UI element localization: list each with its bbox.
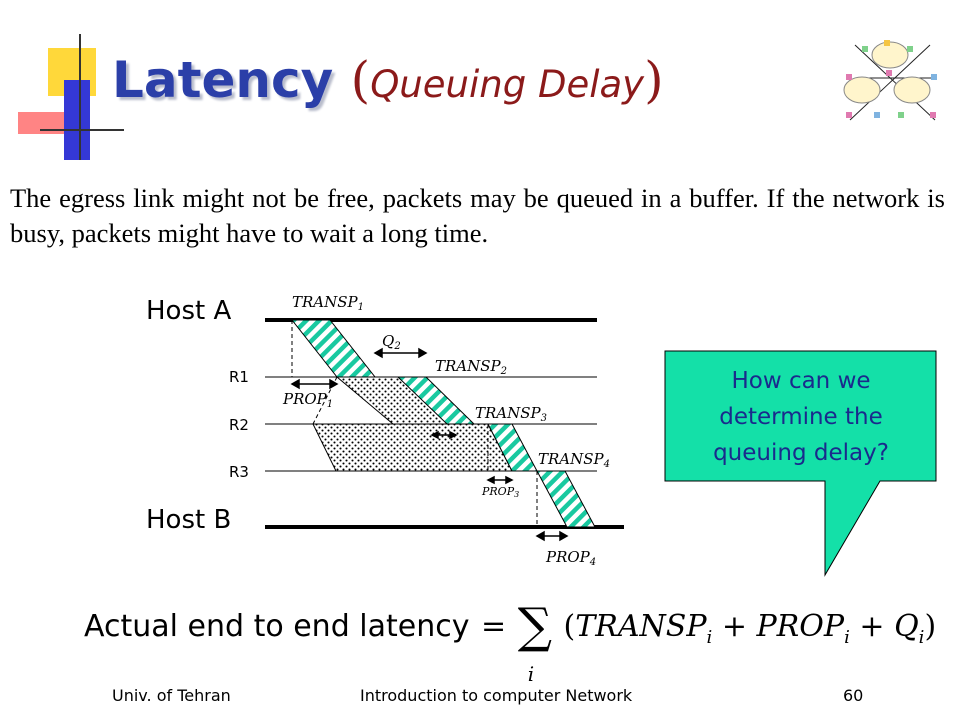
q2-arrowhead-right xyxy=(418,347,428,359)
host-a-label: Host A xyxy=(146,296,232,326)
router-r2-label: R2 xyxy=(229,416,249,434)
prop3-arrowhead-left xyxy=(486,475,495,485)
packet-hop-4 xyxy=(536,470,596,528)
latency-formula: Actual end to end latency = ∑i (TRANSPi … xyxy=(84,602,937,686)
packet-hop-1 xyxy=(290,319,377,378)
sigma-glyph: ∑ xyxy=(517,598,552,654)
prop4-label: PROP4 xyxy=(545,548,596,568)
title-paren-close: ) xyxy=(644,51,664,109)
callout-bubble-shape xyxy=(664,350,937,577)
formula-sub-3: i xyxy=(918,627,925,648)
formula-plus-2: + xyxy=(859,609,885,644)
transp2-label: TRANSP2 xyxy=(435,357,507,377)
red-bar xyxy=(18,112,74,134)
blue-bar xyxy=(64,80,90,160)
formula-terms: (TRANSPi + PROPi + Qi) xyxy=(563,609,937,648)
sum-symbol: ∑i xyxy=(518,602,552,686)
formula-sub-2: i xyxy=(844,627,850,648)
footer-page-number: 60 xyxy=(843,686,864,705)
callout-box: How can we determine the queuing delay? xyxy=(666,352,936,481)
router-r3-label: R3 xyxy=(229,463,249,481)
host-b-label: Host B xyxy=(146,505,232,535)
prop1-arrowhead-left xyxy=(290,378,300,390)
formula-q: Q xyxy=(894,609,919,644)
sum-index: i xyxy=(527,662,535,686)
prop2-arrowhead-left xyxy=(430,430,439,440)
formula-text: Actual end to end latency xyxy=(84,609,470,644)
prop4-arrowhead-right xyxy=(559,530,569,542)
slide-decoration xyxy=(18,34,937,160)
slide-title: Latency (Queuing Delay) xyxy=(112,48,664,117)
network-logo-icon xyxy=(843,40,937,121)
router-r1-label: R1 xyxy=(229,368,249,386)
q2-label: Q2 xyxy=(382,332,401,352)
prop2-arrowhead-right xyxy=(449,430,458,440)
title-main: Latency xyxy=(112,51,334,109)
transp3-label: TRANSP3 xyxy=(475,404,547,424)
formula-equals: = xyxy=(481,609,507,644)
callout-text: How can we determine the queuing delay? xyxy=(713,367,889,466)
transp4-label: TRANSP4 xyxy=(538,450,610,470)
formula-transp: TRANSP xyxy=(575,609,707,644)
q2-arrowhead-left xyxy=(373,347,383,359)
prop4-arrowhead-left xyxy=(535,530,545,542)
title-subtitle: Queuing Delay xyxy=(370,63,645,106)
latency-timing-diagram: TRANSP1 Q2 TRANSP2 PROP1 TRANSP3 TRANSP4… xyxy=(265,293,937,577)
footer-course-title: Introduction to computer Network xyxy=(360,686,633,705)
title-paren-open: ( xyxy=(350,51,371,109)
prop1-label: PROP1 xyxy=(282,390,333,410)
formula-open-paren: ( xyxy=(563,609,576,644)
footer-university: Univ. of Tehran xyxy=(112,686,231,705)
queue-segment-r2 xyxy=(312,423,513,472)
formula-close-paren: ) xyxy=(924,609,937,644)
formula-plus-1: + xyxy=(721,609,747,644)
transp1-label: TRANSP1 xyxy=(292,293,364,313)
intro-paragraph: The egress link might not be free, packe… xyxy=(10,183,945,248)
packet-hop-2 xyxy=(396,376,476,425)
formula-sub-1: i xyxy=(706,627,713,648)
prop1-arrowhead-right xyxy=(329,378,339,390)
prop3-arrowhead-right xyxy=(505,475,514,485)
formula-prop: PROP xyxy=(756,609,845,644)
prop3-label: PROP3 xyxy=(481,485,519,499)
